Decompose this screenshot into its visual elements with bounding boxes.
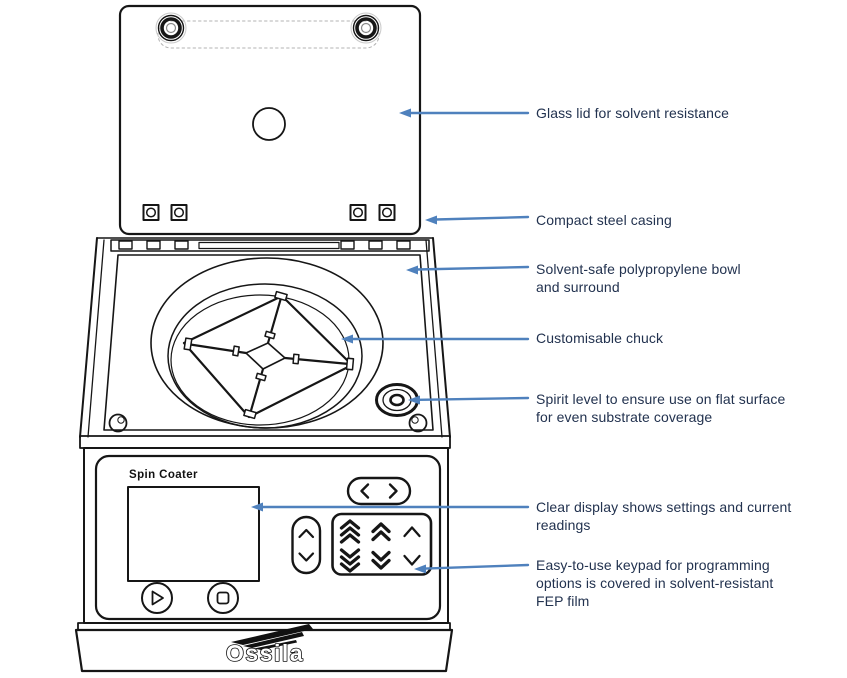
glass-lid-drawing (118, 4, 422, 236)
keypad-drawing (331, 512, 433, 576)
top-plate (103, 254, 434, 431)
up-down-selector (291, 515, 322, 575)
chevron-down-icon (298, 552, 315, 562)
base-drawing: Ossila (74, 622, 454, 673)
callout-arrows (251, 108, 530, 574)
callout-arrow-spirit-level (408, 395, 530, 405)
callout-arrow-chuck (341, 334, 530, 344)
brand-logo-text: Ossila (226, 640, 304, 666)
steel-casing-drawing (79, 237, 451, 438)
play-icon (151, 590, 164, 606)
plate-screws (108, 413, 428, 433)
hinge-strip (110, 239, 430, 252)
lid-centre-hole (252, 107, 286, 141)
front-panel-drawing: Spin Coater (79, 435, 451, 624)
step-down-icon (403, 554, 421, 566)
callout-arrow-bowl (406, 265, 530, 275)
fast-decrease-icon (339, 548, 361, 573)
chuck-drawing (182, 290, 355, 420)
brand-wing-icon (231, 624, 313, 650)
handle-bolt-right (350, 12, 382, 44)
panel-title: Spin Coater (129, 469, 198, 481)
lid-handle-hidden-outline (157, 20, 380, 49)
lid-hinge-blocks (142, 204, 396, 221)
callout-arrow-steel-casing (425, 215, 530, 225)
decrease-icon (371, 550, 391, 570)
callout-arrow-glass-lid (399, 108, 530, 118)
step-up-icon (403, 526, 421, 538)
stop-button (207, 582, 239, 614)
chevron-up-icon (298, 528, 315, 539)
handle-bolt-left (155, 12, 187, 44)
chevron-right-icon (388, 483, 398, 499)
chevron-left-icon (360, 483, 370, 499)
callout-arrow-display (251, 502, 530, 512)
play-button (141, 582, 173, 614)
left-right-selector (346, 476, 412, 506)
increase-icon (371, 522, 391, 542)
callout-arrow-keypad (414, 563, 530, 574)
display-screen (127, 486, 260, 582)
stop-icon (216, 591, 230, 605)
fast-increase-icon (339, 519, 361, 544)
chuck-clips (183, 290, 355, 420)
